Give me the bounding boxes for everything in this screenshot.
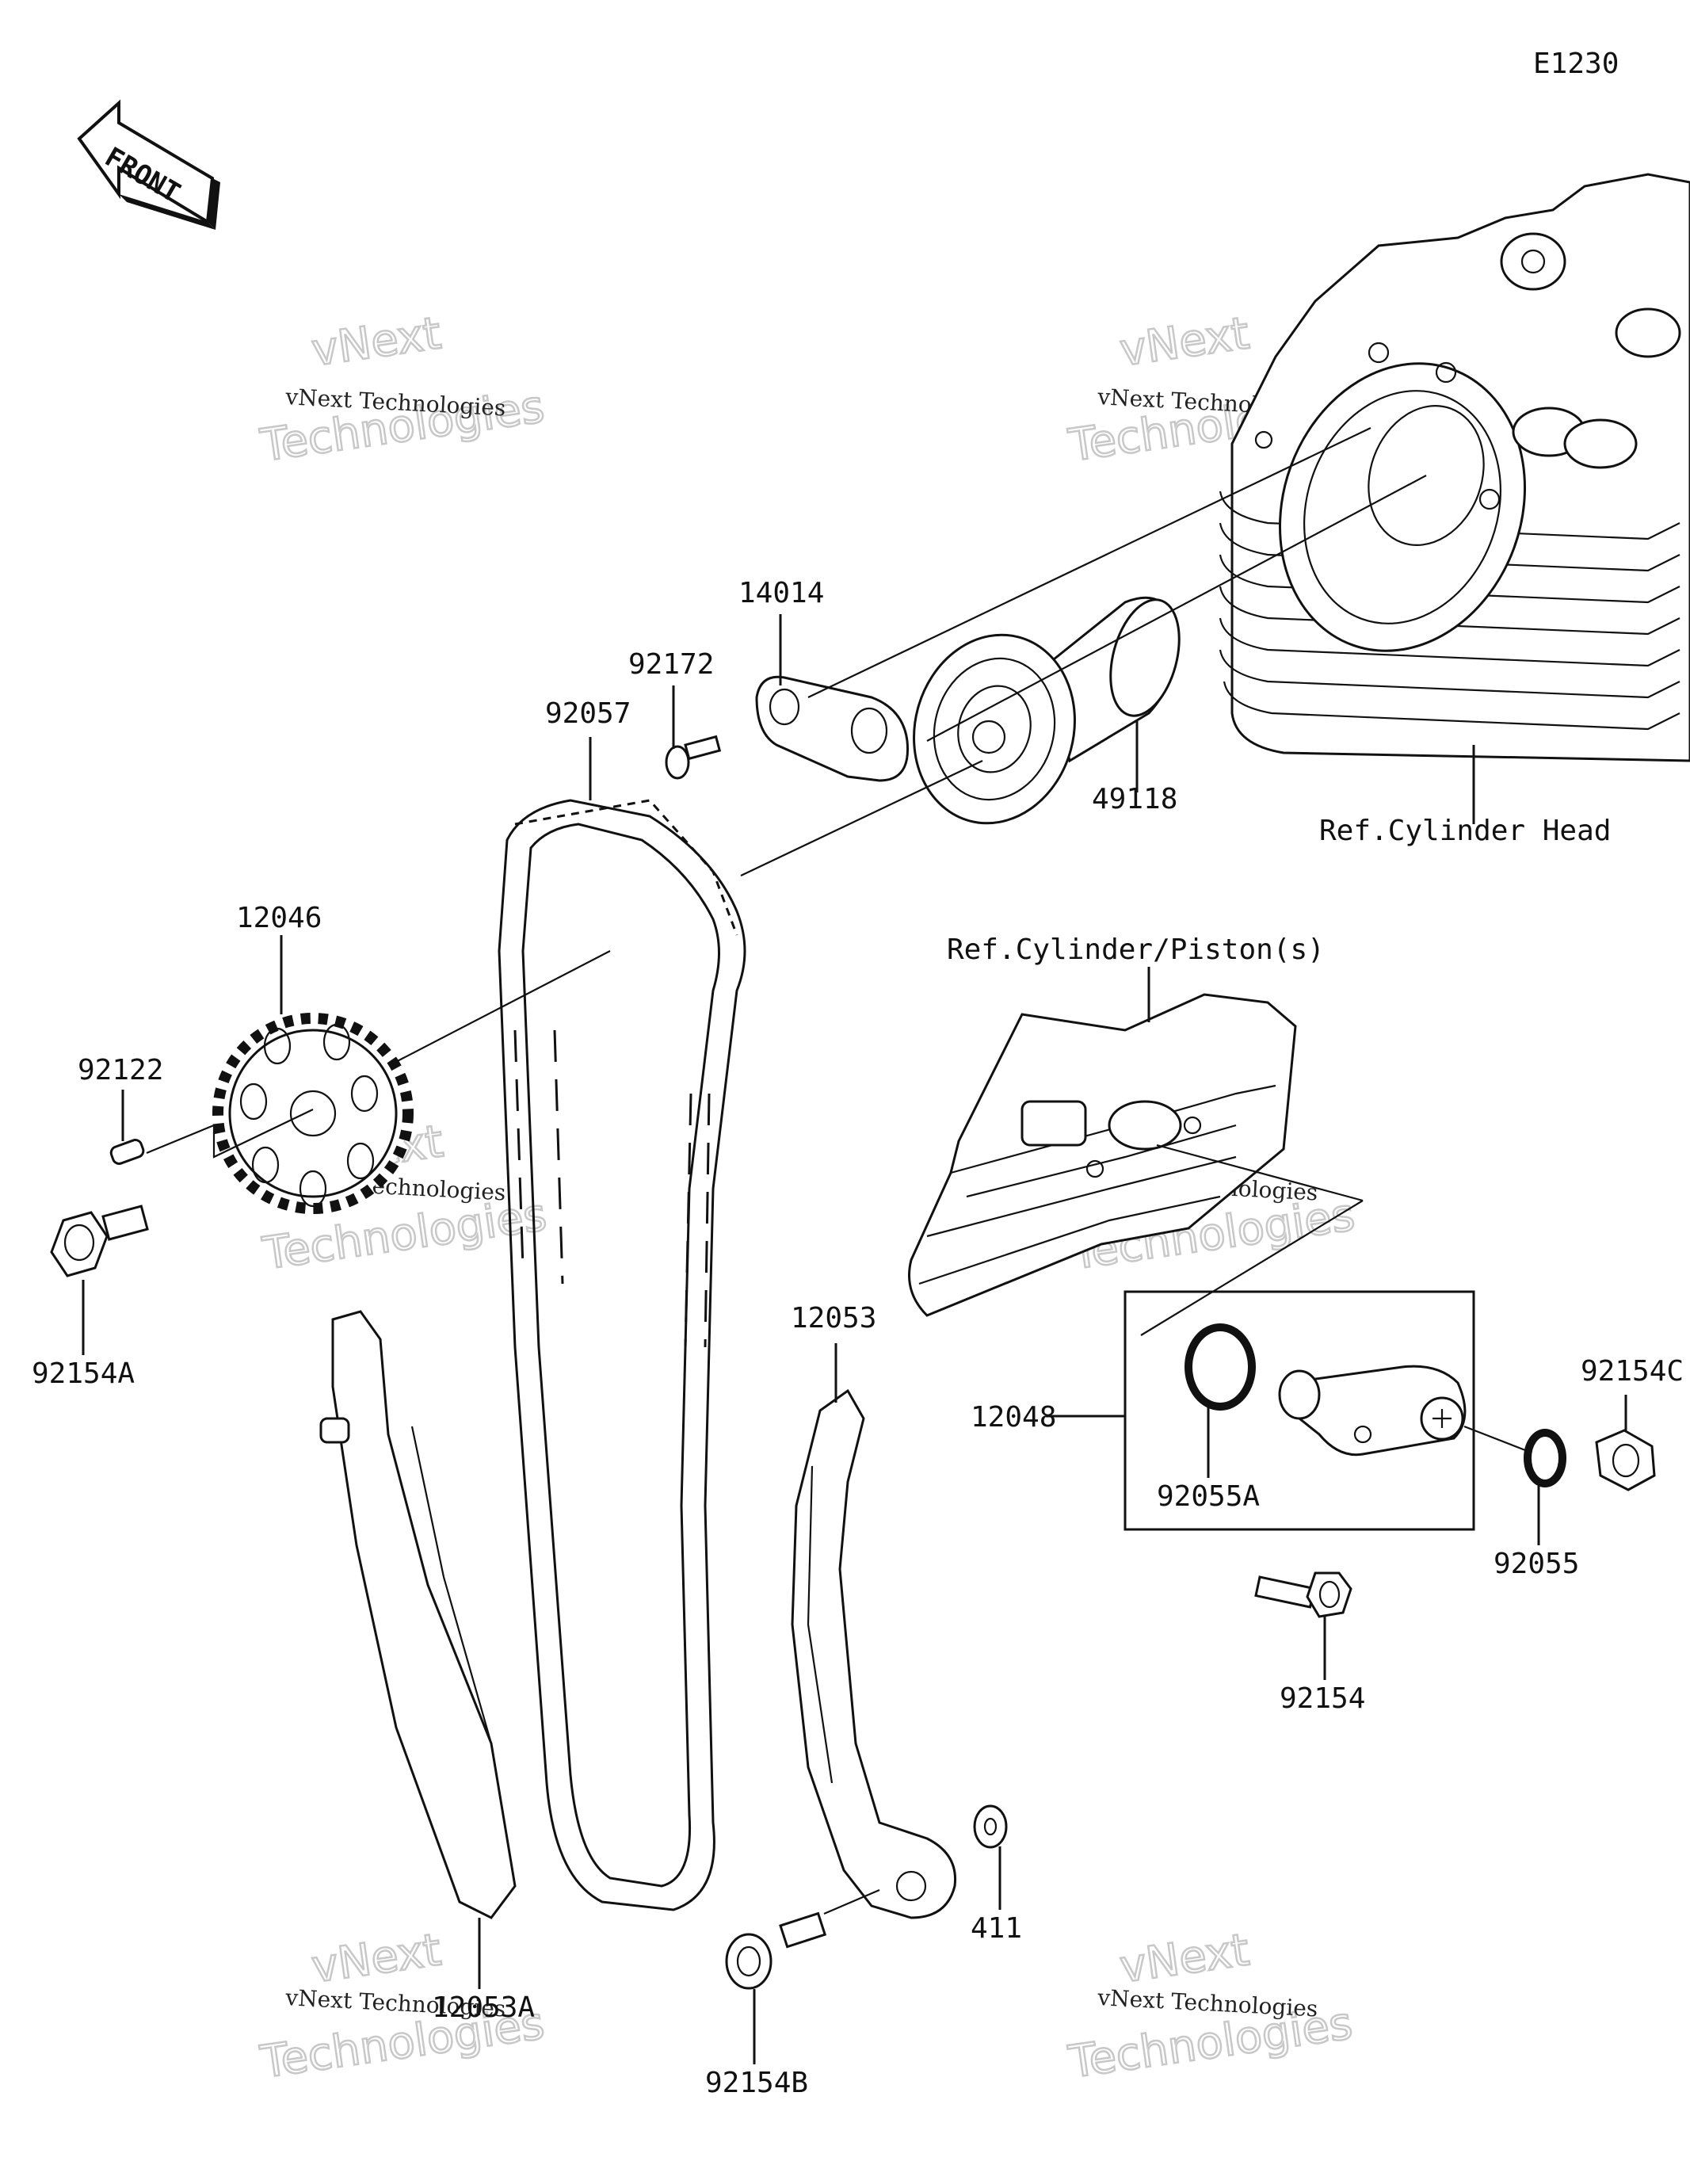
alignment-line [146,1109,314,1159]
alignment-line [807,427,1371,698]
nut-92154C [1595,1429,1656,1491]
part-92154: 92154 [1280,1682,1365,1715]
part-92154A: 92154A [32,1357,135,1390]
part-92154C: 92154C [1581,1355,1684,1388]
washer-411 [973,1804,1008,1849]
chain-guide-12053A [319,1310,517,1919]
part-12053A: 12053A [432,1991,535,2024]
watermark-big-line1: vNext [1117,1924,1253,1993]
cylinder-illustration [908,993,1297,1317]
bolt-92154 [1254,1571,1352,1618]
bolt-92154B [725,1888,880,1990]
pin-92122 [109,1139,145,1165]
alignment-line [1463,1425,1526,1452]
watermark-big-line1: vNext [1117,307,1253,376]
part-12046: 12046 [236,902,322,934]
part-92154B: 92154B [705,2067,808,2099]
part-92172: 92172 [628,648,714,681]
part-12053: 12053 [791,1302,876,1334]
part-411: 411 [971,1912,1022,1945]
front-arrow-icon: FRONT [77,99,220,230]
part-14014: 14014 [738,577,824,609]
watermark-small: vNext Technologies [1097,1984,1318,2022]
plate-14014 [755,675,910,782]
alignment-line [740,760,983,876]
bolt-92154A [50,1205,149,1277]
alignment-line [926,475,1427,742]
watermark-big-line1: vNext [309,307,444,376]
camshaft-49118 [913,596,1181,825]
diagram-code: E1230 [1533,48,1619,80]
watermark-big-line1: vNext [309,1924,444,1993]
gasket-92055 [1524,1429,1566,1487]
part-12048: 12048 [971,1401,1056,1434]
tensioner-group-box [1123,1290,1475,1531]
part-92057: 92057 [545,697,631,730]
bolt-92172 [665,735,722,780]
alignment-line [1156,1144,1364,1202]
part-92055: 92055 [1494,1548,1579,1580]
ref-cylinder-piston: Ref.Cylinder/Piston(s) [947,934,1325,966]
sprocket-12046 [212,1013,414,1214]
ref-cylinder-head: Ref.Cylinder Head [1319,815,1611,847]
o-ring-92055A [1185,1323,1256,1411]
alignment-line [1140,1200,1364,1336]
tensioner-body-12048 [1278,1365,1467,1457]
chain-guide-12053 [791,1388,957,1919]
alignment-line [387,950,611,1067]
cylinder-head-illustration [1219,173,1690,762]
cam-chain-92057 [498,799,746,1911]
part-92122: 92122 [78,1054,163,1086]
part-49118: 49118 [1092,783,1177,815]
part-92055A: 92055A [1157,1480,1260,1513]
